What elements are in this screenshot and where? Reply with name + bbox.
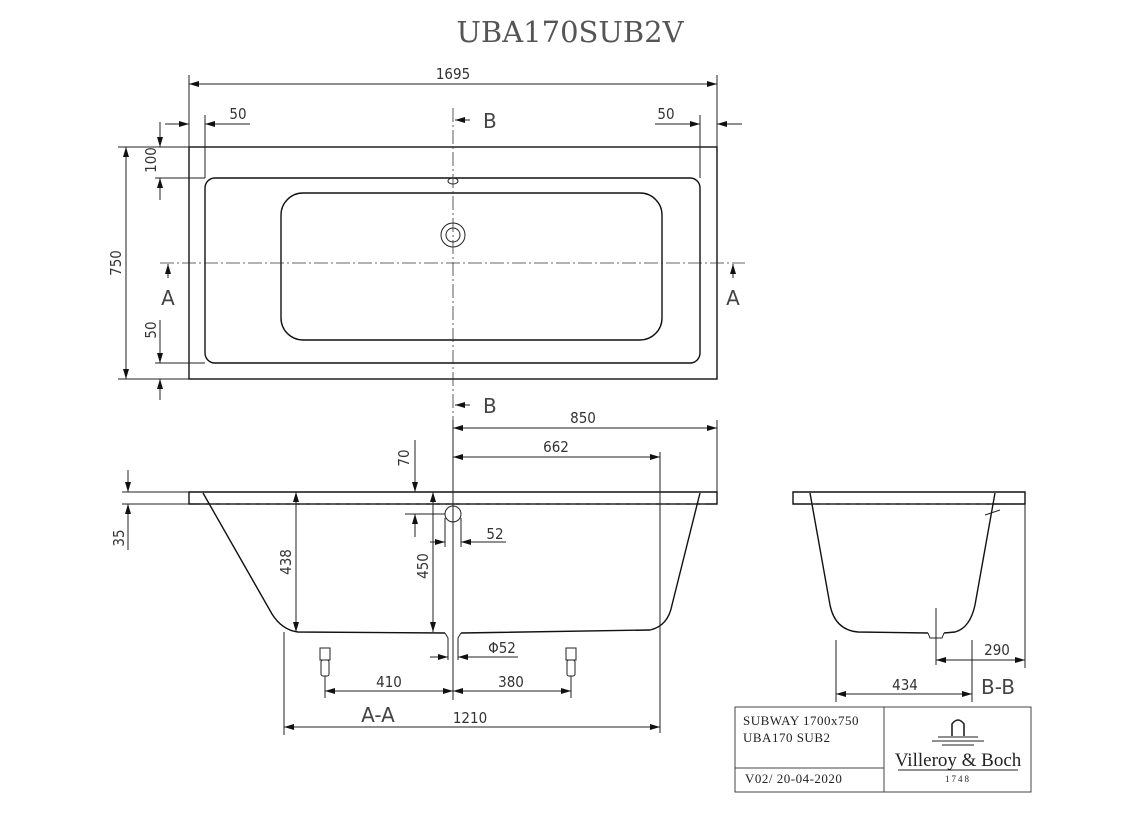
- title-block: SUBWAY 1700x750 UBA170 SUB2 V02/ 20-04-2…: [734, 706, 1032, 793]
- product-code: UBA170 SUB2: [743, 730, 831, 745]
- dim-290: 290: [984, 641, 1010, 659]
- dim-rim-left: 50: [229, 105, 246, 123]
- tub-inner-rim: [204, 177, 701, 364]
- dim-52: 52: [486, 525, 503, 543]
- dim-850: 850: [570, 409, 596, 427]
- foot-icon: [319, 647, 331, 677]
- dim-70: 70: [395, 449, 413, 466]
- dim-width: 750: [107, 250, 125, 276]
- dim-380: 380: [498, 673, 524, 691]
- dim-rim-right: 50: [657, 105, 674, 123]
- dim-1210: 1210: [453, 709, 487, 727]
- dim-rim-top: 100: [142, 147, 160, 173]
- section-b-bottom: B: [483, 394, 497, 418]
- section-label-b-b: B-B: [981, 675, 1015, 699]
- foot-icon: [565, 647, 577, 677]
- tub-rim: [188, 491, 718, 505]
- tub-rim: [792, 491, 1026, 505]
- dim-410: 410: [376, 673, 402, 691]
- dim-434: 434: [892, 676, 918, 694]
- top-view: 1695 50 50 750 100 50 A A B B: [107, 65, 745, 425]
- tub-basin: [280, 192, 663, 341]
- section-b-top: B: [483, 109, 497, 133]
- dim-phi52: Φ52: [488, 639, 516, 657]
- section-label-a-a: A-A: [361, 703, 395, 727]
- brand-year: 1748: [945, 774, 971, 784]
- dim-450: 450: [414, 553, 432, 579]
- front-view-section-a: 850 662 70 35 438 450 52 Φ52 410 380: [110, 409, 718, 735]
- dim-length: 1695: [436, 65, 470, 83]
- side-view-section-b: 434 290 B-B: [792, 491, 1026, 702]
- drawing-title: UBA170SUB2V: [456, 15, 684, 49]
- version-date: V02/ 20-04-2020: [745, 771, 842, 786]
- dim-662: 662: [543, 438, 569, 456]
- section-a-left: A: [161, 286, 175, 310]
- brand-name: Villeroy & Boch: [895, 750, 1022, 771]
- villeroy-boch-logo-icon: [932, 719, 984, 746]
- dim-438: 438: [277, 549, 295, 575]
- dim-35: 35: [110, 529, 128, 546]
- dim-rim-bottom: 50: [142, 321, 160, 338]
- section-a-right: A: [726, 286, 740, 310]
- product-name: SUBWAY 1700x750: [743, 713, 859, 728]
